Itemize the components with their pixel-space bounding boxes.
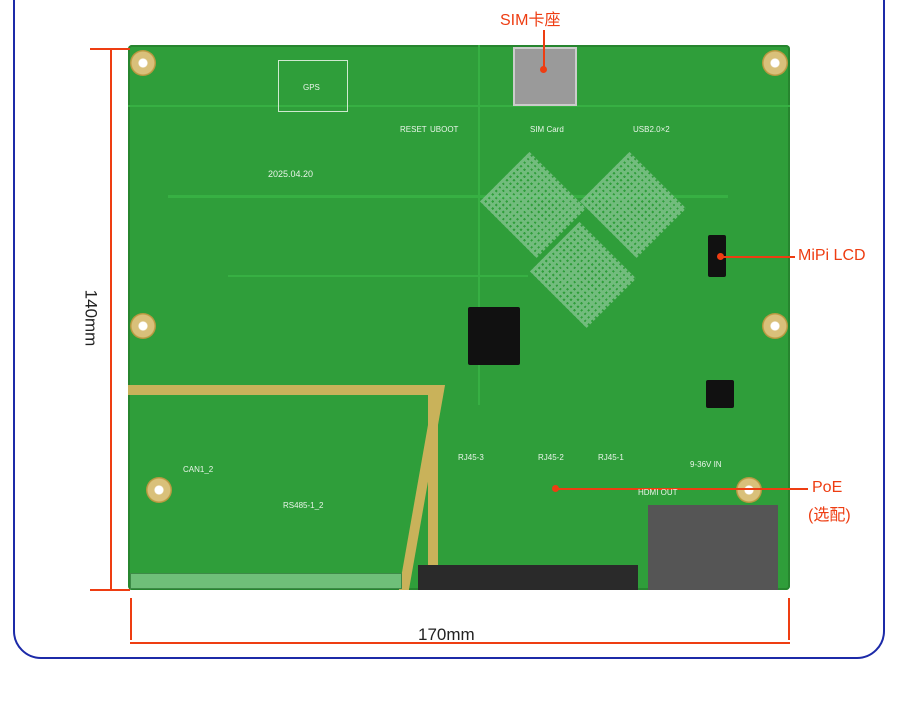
mounting-hole	[130, 313, 156, 339]
silk-can: CAN1_2	[183, 465, 214, 474]
silk-sim-card: SIM Card	[530, 125, 564, 134]
callout-poe-optional: (选配)	[808, 507, 851, 524]
gps-module	[278, 60, 348, 112]
silk-date: 2025.04.20	[268, 169, 314, 179]
silk-reset: RESET	[400, 125, 427, 134]
callout-mipi-lcd: MiPi LCD	[798, 247, 866, 264]
processor-chip	[468, 307, 520, 365]
callout-poe: PoE	[812, 479, 843, 496]
silk-rj45-1: RJ45-1	[598, 453, 624, 462]
silk-usb: USB2.0×2	[633, 125, 670, 134]
silk-power: 9-36V IN	[690, 460, 722, 469]
width-dimension-label: 170mm	[418, 625, 475, 644]
mounting-hole	[146, 477, 172, 503]
callout-sim-slot: SIM卡座	[500, 12, 561, 29]
height-dimension-label: 140mm	[81, 289, 101, 347]
mounting-hole	[762, 50, 788, 76]
silk-rs485: RS485-1_2	[283, 501, 324, 510]
frame-border	[13, 0, 885, 659]
silk-uboot: UBOOT	[430, 125, 459, 134]
silk-hdmi: HDMI OUT	[638, 488, 678, 497]
sim-card-slot	[513, 47, 577, 106]
silk-rj45-2: RJ45-2	[538, 453, 564, 462]
mounting-hole	[762, 313, 788, 339]
silk-rj45-3: RJ45-3	[458, 453, 484, 462]
mounting-hole	[130, 50, 156, 76]
phy-chip	[706, 380, 734, 408]
pcb-board-photo: GPS 2025.04.20 RESET UBOOT SIM Card USB2…	[128, 45, 790, 590]
mounting-hole	[736, 477, 762, 503]
silk-gps: GPS	[303, 83, 320, 92]
